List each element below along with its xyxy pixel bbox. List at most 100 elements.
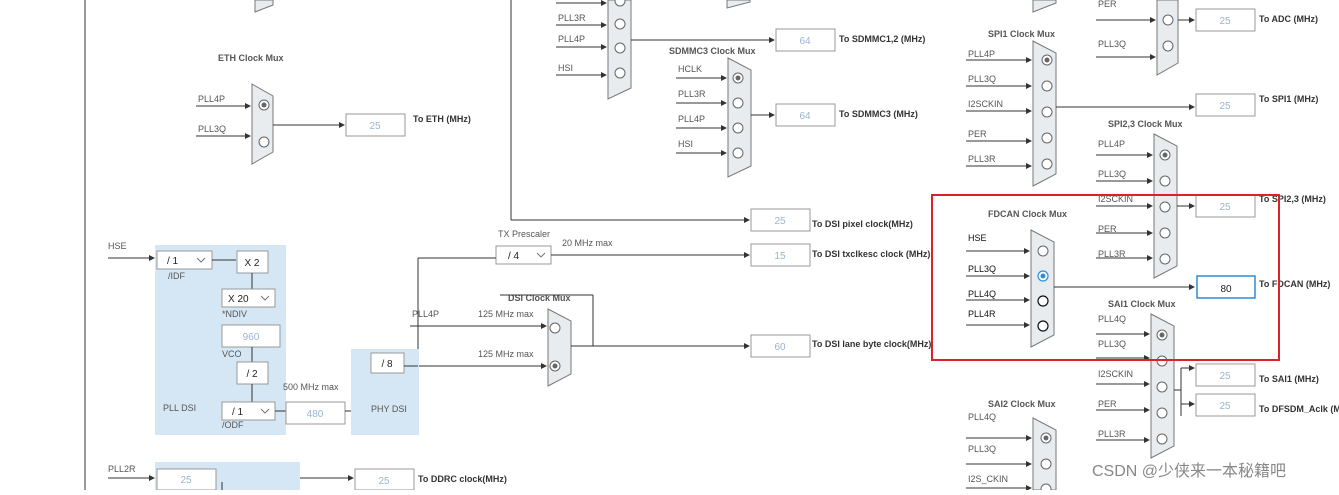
dfsdm-value-box[interactable] [1195, 393, 1256, 417]
spi23-radio-pll3q[interactable] [1159, 175, 1171, 187]
sai1-input-i2sckin: I2SCKIN [1098, 369, 1133, 379]
spi1-input-per: PER [968, 129, 987, 139]
sai2-radio-i2s-ckin[interactable] [1040, 483, 1052, 495]
pll-dsi-odf-label: /ODF [222, 420, 244, 430]
pll2r-label: PLL2R [108, 464, 136, 474]
spi23-radio-pll3r[interactable] [1159, 253, 1171, 265]
pll-dsi-input-hse: HSE [108, 241, 127, 251]
fdcan-radio-hse[interactable] [1037, 245, 1049, 257]
tx-prescaler-value: / 4 [508, 251, 520, 262]
spi1-input-pll3q: PLL3Q [968, 74, 996, 84]
eth-value: 25 [369, 121, 381, 132]
sai1-radio-i2sckin[interactable] [1156, 381, 1168, 393]
eth-output-label: To ETH (MHz) [413, 114, 471, 124]
dsi-mux-max2: 125 MHz max [478, 349, 534, 359]
sdmmc12-input-hsi: HSI [558, 63, 573, 73]
pll-dsi-odf-chevron-down-icon [260, 408, 270, 414]
phy-dsi-divider [370, 352, 405, 374]
highlight-rectangle [931, 194, 1280, 361]
adc-value-box[interactable] [1195, 8, 1256, 32]
ddrc-output-label: To DDRC clock(MHz) [418, 474, 507, 484]
pll-dsi-output-box [285, 401, 346, 425]
fdcan-input-hse: HSE [968, 233, 987, 243]
sdmmc3-radio-pll4p[interactable] [732, 122, 744, 134]
sdmmc3-value-box[interactable] [775, 103, 836, 127]
sai1-input-pll3r: PLL3R [1098, 429, 1126, 439]
pll-dsi-vco-box [221, 324, 281, 348]
dsi-txclkesc-output-label: To DSI txclkesc clock (MHz) [812, 249, 930, 259]
dsi-txclkesc-value-box[interactable] [750, 243, 811, 267]
spi1-radio-per[interactable] [1041, 132, 1053, 144]
ddrc-value: 25 [378, 476, 390, 487]
spi23-radio-i2sckin[interactable] [1159, 201, 1171, 213]
spi23-radio-per[interactable] [1159, 227, 1171, 239]
spi1-radio-i2sckin[interactable] [1041, 106, 1053, 118]
adc-radio-pll3q[interactable] [1162, 40, 1174, 52]
pll-dsi-ndiv-select[interactable] [221, 288, 276, 308]
fdcan-input-pll4r: PLL4R [968, 309, 996, 319]
sdmmc12-radio-pll4p[interactable] [614, 42, 626, 54]
dsi-pixel-value: 25 [774, 216, 786, 227]
pll-dsi-ndiv-label: *NDIV [222, 309, 247, 319]
fdcan-value-box[interactable] [1196, 275, 1256, 299]
pll-dsi-idf-select[interactable] [156, 250, 213, 270]
sai2-radio-pll3q[interactable] [1040, 458, 1052, 470]
sdmmc3-clock-mux: SDMMC3 Clock Mux HCLK PLL3R PLL4P HSI 64… [669, 46, 918, 178]
spi23-value: 25 [1219, 202, 1231, 213]
sai1-output-label: To SAI1 (MHz) [1259, 374, 1319, 384]
sdmmc3-input-pll3r: PLL3R [678, 89, 706, 99]
sai2-input-pll4q: PLL4Q [968, 412, 996, 422]
pll-dsi-odf-value: / 1 [232, 407, 244, 418]
sdmmc12-output-label: To SDMMC1,2 (MHz) [839, 34, 925, 44]
pll-dsi-ndiv-value: X 20 [228, 294, 249, 305]
spi23-input-pll3q: PLL3Q [1098, 169, 1126, 179]
sdmmc12-value-box[interactable] [775, 28, 836, 52]
sai1-radio-pll3r[interactable] [1156, 433, 1168, 445]
tx-prescaler-max: 20 MHz max [562, 238, 613, 248]
sdmmc12-input-pll4p: PLL4P [558, 34, 585, 44]
sdmmc3-output-label: To SDMMC3 (MHz) [839, 109, 918, 119]
pll-dsi-idf-chevron-down-icon [196, 257, 206, 263]
dsi-txclkesc-value: 15 [774, 251, 786, 262]
eth-radio-pll3q[interactable] [258, 136, 270, 148]
eth-input-pll3q: PLL3Q [198, 124, 226, 134]
sai1-radio-per[interactable] [1156, 407, 1168, 419]
pll-dsi-idf-label: /IDF [168, 271, 186, 281]
sdmmc3-mux-title: SDMMC3 Clock Mux [669, 46, 756, 56]
pll2r-value: 25 [180, 475, 192, 486]
spi1-mux-title: SPI1 Clock Mux [988, 29, 1055, 39]
fdcan-clock-mux: FDCAN Clock Mux HSE PLL3Q PLL4Q PLL4R 80… [966, 209, 1330, 348]
sai1-input-pll4q: PLL4Q [1098, 314, 1126, 324]
dsi-lane-byte-value-box[interactable] [750, 334, 811, 358]
sdmmc3-radio-pll3r[interactable] [732, 97, 744, 109]
sai2-mux-title: SAI2 Clock Mux [988, 399, 1056, 409]
sai2-input-pll3q: PLL3Q [968, 444, 996, 454]
eth-value-box[interactable] [345, 113, 406, 137]
sdmmc12-clock-mux: PLL3R PLL4P HSI 64 To SDMMC1,2 (MHz) [556, 0, 925, 100]
dsi-lane-byte-output-label: To DSI lane byte clock(MHz) [812, 339, 931, 349]
sai1-clock-mux: SAI1 Clock Mux PLL4Q PLL3Q I2SCKIN PER P… [1096, 299, 1339, 459]
sdmmc12-value: 64 [799, 36, 811, 47]
dsi-pixel-output-label: To DSI pixel clock(MHz) [812, 219, 913, 229]
dsi-pixel-clock: 25 To DSI pixel clock(MHz) [510, 0, 913, 232]
sai1-value: 25 [1219, 371, 1231, 382]
sai1-value-box[interactable] [1195, 363, 1256, 387]
dsi-pixel-value-box[interactable] [750, 208, 811, 232]
spi1-radio-pll3q[interactable] [1041, 80, 1053, 92]
sdmmc3-radio-hsi[interactable] [732, 147, 744, 159]
fdcan-radio-pll4q[interactable] [1037, 295, 1049, 307]
adc-radio-per[interactable] [1162, 14, 1174, 26]
sdmmc12-radio-hsi[interactable] [614, 67, 626, 79]
sdmmc12-radio-pll3r[interactable] [614, 18, 626, 30]
sai1-input-pll3q: PLL3Q [1098, 339, 1126, 349]
dsi-mux-radio-pll4p[interactable] [549, 322, 561, 334]
fdcan-radio-pll4r[interactable] [1037, 320, 1049, 332]
sai1-input-per: PER [1098, 399, 1117, 409]
fdcan-input-pll4q: PLL4Q [968, 289, 996, 299]
phy-dsi-block: / 8 PHY DSI [351, 349, 419, 435]
spi1-value: 25 [1219, 101, 1231, 112]
adc-input-per: PER [1098, 0, 1117, 9]
spi1-radio-pll3r[interactable] [1041, 158, 1053, 170]
spi1-value-box[interactable] [1195, 93, 1256, 117]
